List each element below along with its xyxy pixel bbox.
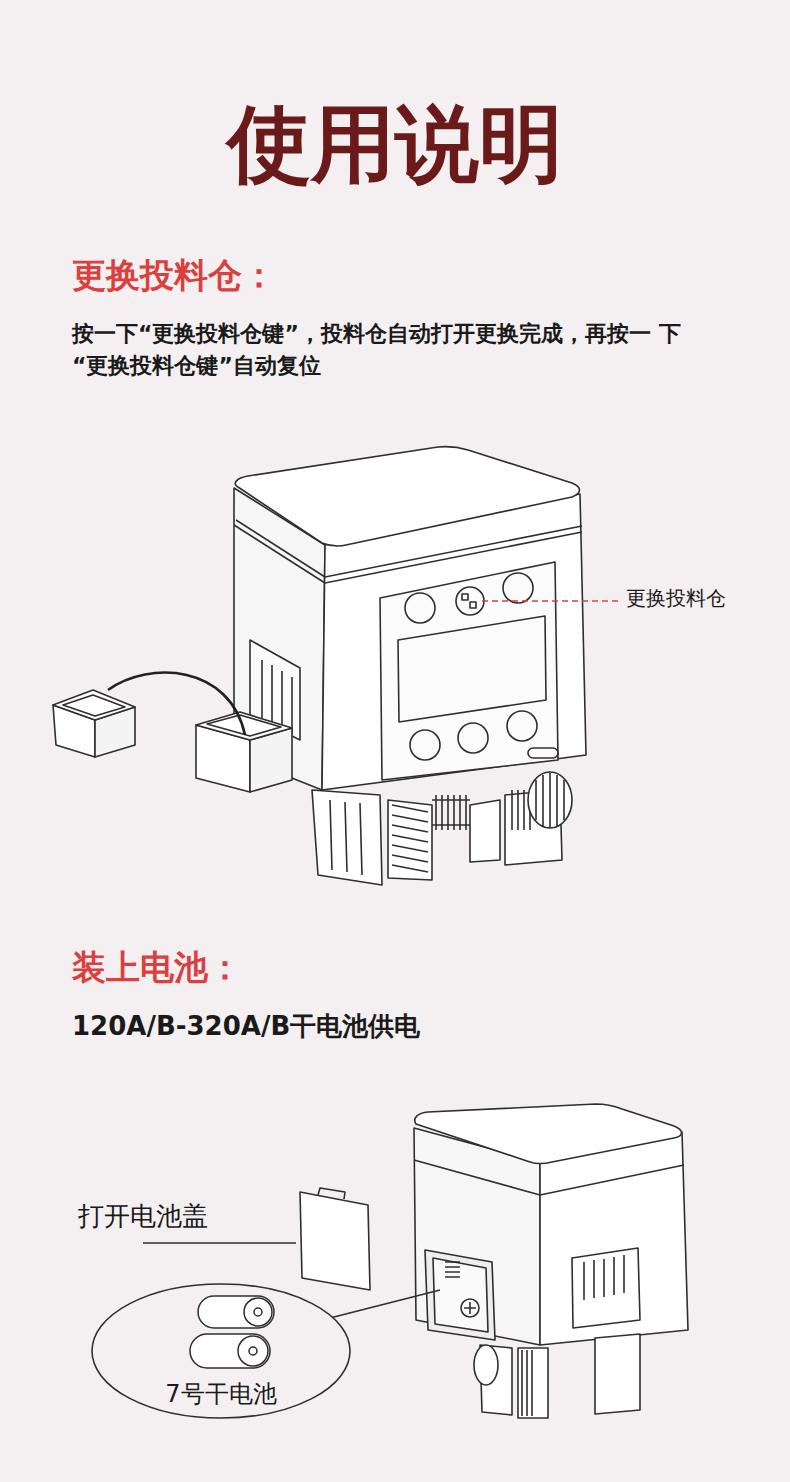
instruction-text: 按一下“更换投料仓键”，投料仓自动打开更换完成，再按一 下“更换投料仓键”自动复… [72,318,762,382]
power-spec: 120A/B-320A/B干电池供电 [72,1010,420,1043]
page-title: 使用说明 [227,92,563,197]
section-heading: 更换投料仓： [72,254,276,297]
node-text: 7号干电池 [90,1378,352,1410]
section-heading: 装上电池： [72,946,242,989]
callout-label: 打开电池盖 [78,1200,208,1233]
battery-ellipse: 7号干电池 [90,1282,352,1420]
callout-label: 更换投料仓 [626,586,726,611]
